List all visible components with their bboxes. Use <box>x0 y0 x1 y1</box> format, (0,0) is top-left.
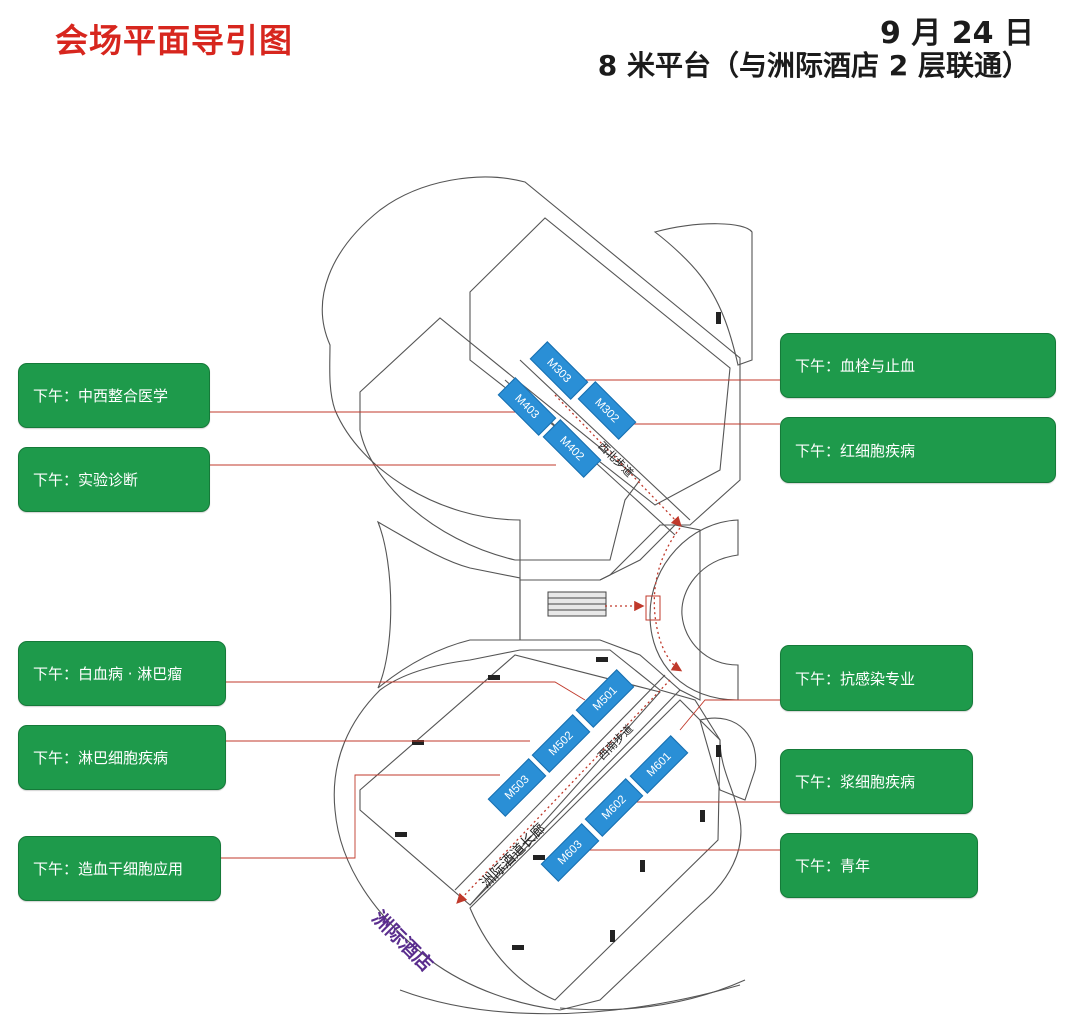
south-wing-outline <box>333 649 742 1011</box>
north-hall-upper <box>469 217 731 506</box>
lower-sweep-line-2 <box>559 979 746 1011</box>
leader-zaoxue <box>221 774 500 859</box>
route-sw <box>456 679 671 904</box>
central-hub-west <box>376 520 521 689</box>
session-linba[interactable]: 下午：淋巴细胞疾病 <box>18 725 226 790</box>
session-zaoxue[interactable]: 下午：造血干细胞应用 <box>18 836 221 901</box>
nw-walkway-edge-1 <box>519 359 691 521</box>
rotunda-crescent <box>649 519 739 701</box>
session-zhongxi[interactable]: 下午：中西整合医学 <box>18 363 210 428</box>
central-hub <box>519 524 701 701</box>
door-markers <box>395 312 721 950</box>
session-jiangxibao[interactable]: 下午：浆细胞疾病 <box>780 749 973 814</box>
sw-walkway-edge-2 <box>454 674 666 891</box>
session-kanganran[interactable]: 下午：抗感染专业 <box>780 645 973 711</box>
escalator <box>547 591 661 621</box>
page-title: 会场平面导引图 <box>55 21 293 60</box>
date-label: 9 月 24 日 <box>880 16 1034 51</box>
leader-lines <box>210 379 780 859</box>
walking-routes <box>456 394 683 904</box>
southeast-building <box>699 717 757 801</box>
session-xueshuan[interactable]: 下午：血栓与止血 <box>780 333 1056 398</box>
route-nw <box>554 394 682 527</box>
north-hall-lower <box>359 317 641 561</box>
building-outlines <box>321 176 757 1015</box>
leader-kanganran <box>679 699 780 731</box>
session-qingnian[interactable]: 下午：青年 <box>780 833 978 898</box>
session-baixuebing[interactable]: 下午：白血病 · 淋巴瘤 <box>18 641 226 706</box>
south-hall-b <box>469 699 721 1001</box>
platform-subtitle: 8 米平台（与洲际酒店 2 层联通） <box>597 49 1030 82</box>
lower-sweep-line-1 <box>399 984 741 1015</box>
sw-walkway-edge-1 <box>469 689 681 906</box>
leader-baixuebing <box>226 681 586 701</box>
north-wing-outline <box>321 176 741 581</box>
session-hongxibao[interactable]: 下午：红细胞疾病 <box>780 417 1056 483</box>
session-shiyan[interactable]: 下午：实验诊断 <box>18 447 210 512</box>
northeast-building <box>653 223 753 366</box>
